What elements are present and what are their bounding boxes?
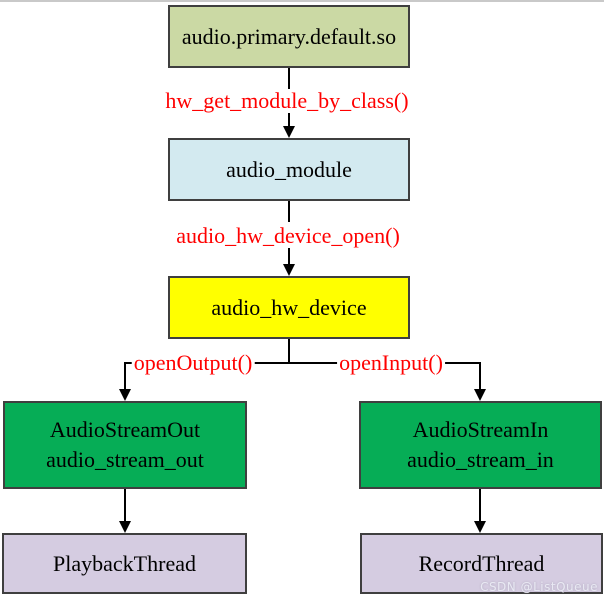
connector-line	[124, 362, 126, 389]
node-label-line2: audio_stream_out	[46, 447, 204, 472]
connector-line	[479, 362, 481, 389]
connector-line	[288, 113, 290, 126]
connector-line	[479, 489, 481, 521]
arrowhead-down-icon	[119, 521, 131, 533]
node-label-line2: audio_stream_in	[407, 447, 554, 472]
node-audio-module: audio_module	[168, 138, 410, 201]
node-playback-thread: PlaybackThread	[2, 533, 247, 594]
node-record-thread: RecordThread	[360, 533, 603, 594]
node-label: audio_module	[226, 156, 352, 182]
arrowhead-down-icon	[119, 389, 131, 401]
connector-line	[124, 489, 126, 521]
node-audio-hw-device: audio_hw_device	[168, 276, 410, 339]
arrowhead-down-icon	[283, 264, 295, 276]
connector-line	[288, 339, 290, 364]
node-audio-primary-default-so: audio.primary.default.so	[168, 5, 410, 68]
arrowhead-down-icon	[474, 521, 486, 533]
node-label-line1: AudioStreamOut	[49, 417, 201, 442]
edge-label-open-output: openOutput()	[131, 350, 255, 375]
node-label: audio.primary.default.so	[181, 23, 397, 49]
node-label: PlaybackThread	[53, 550, 196, 576]
top-border	[0, 0, 604, 2]
connector-line	[288, 248, 290, 264]
node-audio-stream-in: AudioStreamIn audio_stream_in	[359, 401, 602, 489]
arrowhead-down-icon	[283, 126, 295, 138]
connector-line	[288, 68, 290, 89]
branch-line	[124, 362, 481, 364]
edge-label-hw-get-module-by-class: hw_get_module_by_class()	[165, 88, 409, 113]
edge-label-audio-hw-device-open: audio_hw_device_open()	[176, 223, 400, 248]
node-audio-stream-out: AudioStreamOut audio_stream_out	[3, 401, 247, 489]
node-label: audio_hw_device	[211, 294, 367, 320]
arrowhead-down-icon	[474, 389, 486, 401]
edge-label-open-input: openInput()	[337, 350, 445, 375]
node-label: RecordThread	[418, 550, 545, 576]
connector-line	[288, 201, 290, 222]
csdn-watermark: CSDN @ListQueue	[480, 580, 598, 594]
node-label-line1: AudioStreamIn	[412, 417, 549, 442]
